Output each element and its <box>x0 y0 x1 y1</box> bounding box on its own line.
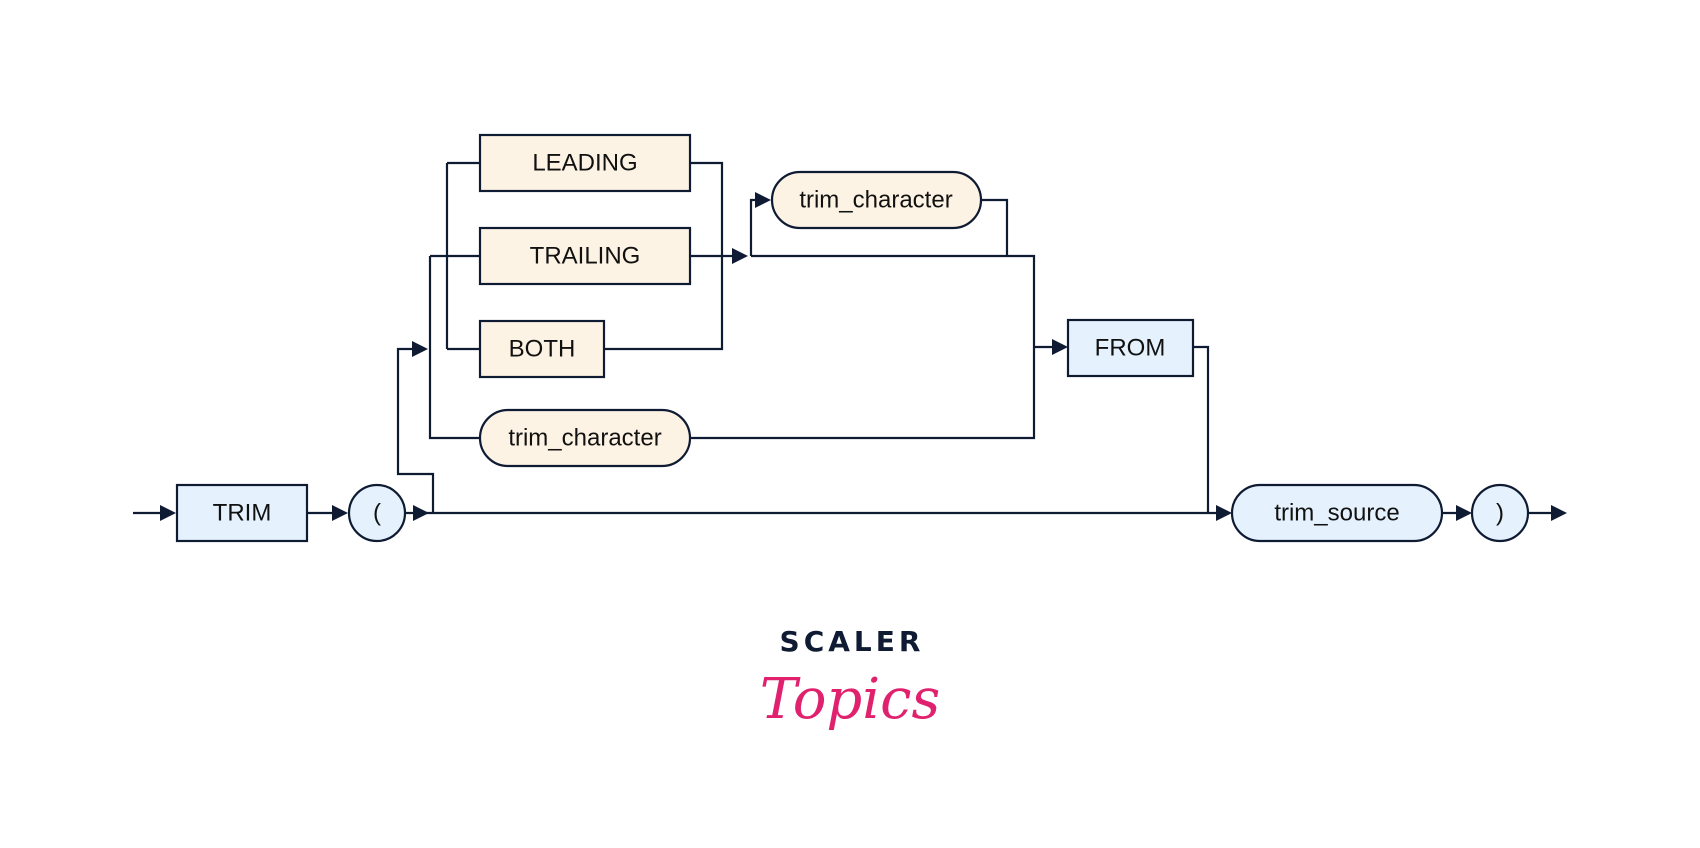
arrow-icon <box>1052 339 1068 355</box>
node-trim-character-lower: trim_character <box>478 408 692 468</box>
arrow-icon <box>413 505 429 521</box>
node-label: BOTH <box>509 336 576 363</box>
node-trim-character-upper: trim_character <box>770 170 983 230</box>
node-leading: LEADING <box>478 133 692 193</box>
node-label: trim_character <box>799 187 952 214</box>
logo-scaler-text: SCALER <box>780 625 925 658</box>
node-trim: TRIM <box>175 483 309 543</box>
node-label: FROM <box>1095 335 1166 362</box>
node-label: trim_character <box>508 425 661 452</box>
node-from: FROM <box>1066 318 1195 378</box>
node-label: ) <box>1496 500 1504 527</box>
scaler-topics-logo: SCALER Topics <box>760 625 941 732</box>
node-open-paren: ( <box>347 483 407 543</box>
connector-lines <box>133 161 1556 515</box>
node-label: TRAILING <box>530 243 641 270</box>
logo-topics-text: Topics <box>760 667 941 732</box>
arrow-icon <box>1216 505 1232 521</box>
arrow-icon <box>160 505 176 521</box>
node-label: ( <box>373 500 381 527</box>
arrow-icon <box>1456 505 1472 521</box>
node-trim-source: trim_source <box>1230 483 1444 543</box>
arrow-icon <box>732 248 748 264</box>
arrowheads <box>160 192 1567 521</box>
arrow-icon <box>332 505 348 521</box>
node-both: BOTH <box>478 319 606 379</box>
arrow-icon <box>1551 505 1567 521</box>
node-label: trim_source <box>1274 500 1399 527</box>
node-label: LEADING <box>532 150 637 177</box>
arrow-icon <box>755 192 771 208</box>
node-close-paren: ) <box>1470 483 1530 543</box>
node-label: TRIM <box>213 500 272 527</box>
arrow-icon <box>412 341 428 357</box>
node-trailing: TRAILING <box>478 226 692 286</box>
